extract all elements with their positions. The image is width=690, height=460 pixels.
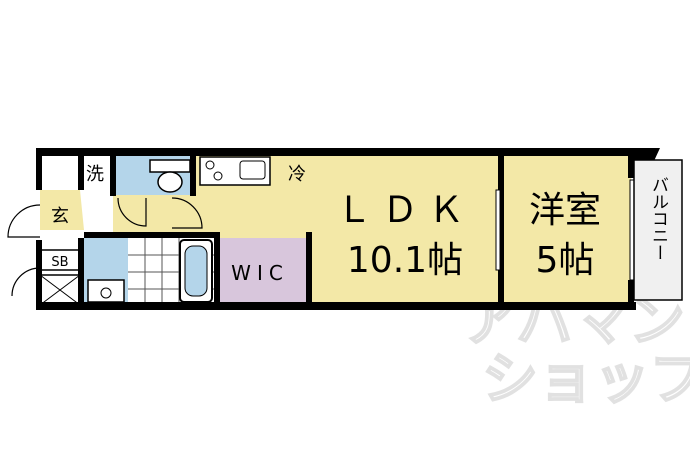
shoe-box-label: SB bbox=[51, 255, 68, 270]
toilet-tank bbox=[149, 159, 191, 173]
wall-entry-lower bbox=[78, 238, 84, 310]
partition-sliding-door bbox=[495, 189, 501, 271]
wall-left-upper bbox=[36, 148, 42, 190]
washroom-door bbox=[171, 197, 203, 229]
ldk-name-label: ＬＤＫ bbox=[336, 190, 474, 231]
bathtub-basin bbox=[184, 245, 208, 297]
wall-toilet-right bbox=[190, 148, 196, 196]
toilet-bowl bbox=[157, 171, 183, 193]
western-room-name-label: 洋室 bbox=[529, 190, 601, 231]
wall-right-upper bbox=[628, 148, 634, 178]
wic-area bbox=[218, 238, 306, 305]
door-swings bbox=[7, 197, 203, 297]
stove-burner-1 bbox=[205, 160, 215, 170]
entry-door bbox=[7, 204, 41, 238]
wall-bottom bbox=[36, 302, 636, 310]
wall-bath-right bbox=[214, 232, 220, 310]
wall-wic-right bbox=[306, 232, 312, 310]
washbasin-bowl bbox=[100, 287, 112, 299]
watermark-line2: ショップ bbox=[482, 347, 690, 412]
toilet-door bbox=[117, 197, 147, 227]
wall-left-lower bbox=[36, 240, 42, 310]
wall-entry-upper bbox=[78, 148, 84, 190]
western-room-size-label: 5帖 bbox=[536, 240, 595, 281]
kitchen-sink bbox=[239, 160, 266, 180]
wall-bath-top bbox=[84, 232, 220, 238]
stove-burner-2 bbox=[213, 171, 223, 181]
western-room-area bbox=[503, 155, 631, 305]
balcony-label: バルコニー bbox=[648, 176, 668, 261]
wall-ldk-western bbox=[498, 148, 504, 310]
balcony bbox=[633, 159, 683, 301]
closet-cross-2 bbox=[39, 274, 81, 306]
wic-label: WIC bbox=[231, 261, 289, 285]
ldk-size-label: 10.1帖 bbox=[347, 240, 463, 281]
entrance-label: 玄 bbox=[51, 206, 69, 227]
wall-toilet-left bbox=[110, 148, 116, 196]
closet-door bbox=[11, 267, 41, 297]
fridge-label: 冷 bbox=[288, 164, 306, 185]
entrance-floor bbox=[40, 190, 84, 230]
laundry-label: 洗 bbox=[86, 164, 104, 185]
wall-top bbox=[36, 148, 636, 156]
wall-right-lower bbox=[628, 280, 634, 310]
